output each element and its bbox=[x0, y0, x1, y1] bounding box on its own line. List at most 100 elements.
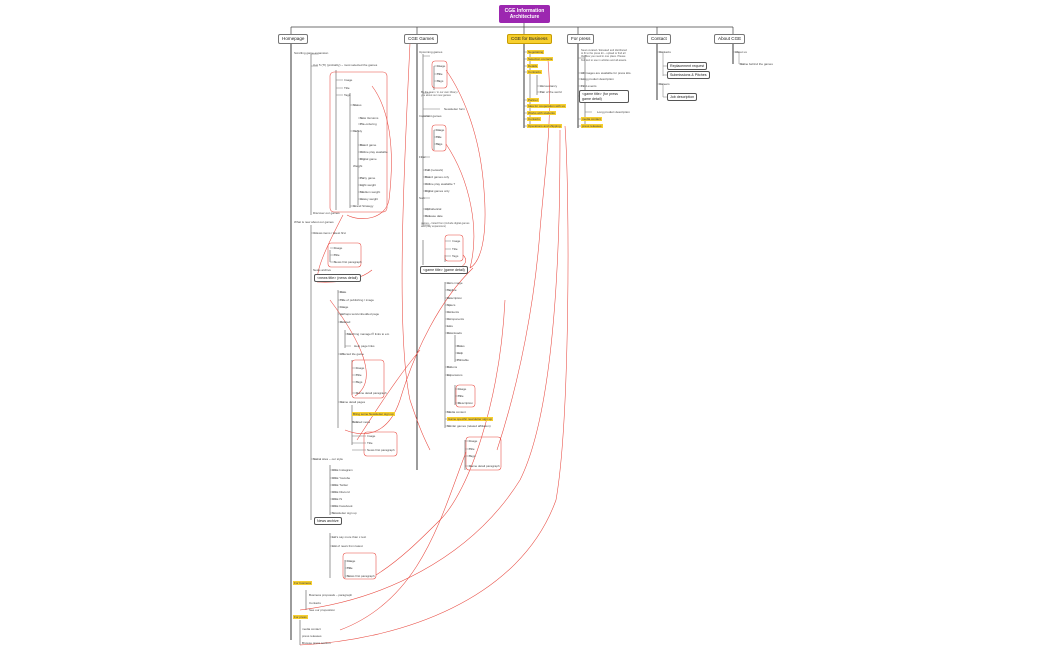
node: Digital games only bbox=[425, 189, 450, 193]
link-discover-games[interactable]: Discover our games bbox=[313, 211, 340, 215]
node: Long product description bbox=[597, 110, 630, 114]
node: Variety bbox=[353, 129, 363, 133]
node: Tags bbox=[436, 142, 443, 146]
node: Image bbox=[356, 366, 365, 370]
link-press-section[interactable]: Browse press section bbox=[302, 641, 331, 645]
link-game-detail[interactable]: Game detail pages bbox=[340, 400, 366, 404]
node: Title bbox=[344, 86, 350, 90]
node: Affected tile game bbox=[340, 352, 364, 356]
node: Specs bbox=[447, 303, 456, 307]
node: Careers bbox=[659, 82, 670, 86]
node: Filter bbox=[419, 155, 426, 159]
tab-for-press[interactable]: For press bbox=[567, 34, 595, 44]
node: Status bbox=[353, 103, 362, 107]
link-newsletter[interactable]: Newsletter sign up bbox=[332, 511, 357, 515]
node: Title bbox=[356, 373, 362, 377]
node-highlight: media contact bbox=[581, 117, 602, 121]
press-game-detail-node[interactable]: <game title> (for press game detail) bbox=[579, 90, 629, 103]
node: Online play available ? bbox=[425, 182, 456, 186]
link-twitter[interactable]: CGE Twitter bbox=[332, 483, 349, 487]
node-highlight: Operations and shipping bbox=[527, 124, 562, 128]
node: Tags bbox=[469, 454, 476, 458]
node: Related bbox=[340, 320, 351, 324]
node: Date bbox=[340, 290, 347, 294]
node: Find events bbox=[581, 84, 597, 88]
node: Hero image bbox=[447, 281, 463, 285]
tab-about[interactable]: About CGE bbox=[714, 34, 746, 44]
node: Sort bbox=[419, 196, 425, 200]
node-highlight: Selection contacts bbox=[527, 57, 554, 61]
node: media contact bbox=[302, 627, 321, 631]
node: Game detail paragraph bbox=[356, 391, 387, 395]
tab-contact[interactable]: Contact bbox=[647, 34, 671, 44]
node: Grand Strategy bbox=[353, 204, 374, 208]
node: Game behind the games bbox=[740, 62, 773, 66]
node: Social sites ~ our style bbox=[313, 457, 343, 461]
node-highlight: Negotiating bbox=[527, 50, 545, 54]
node: Media content bbox=[447, 410, 466, 414]
node: Image bbox=[334, 246, 343, 250]
node-highlight: For business bbox=[293, 581, 313, 585]
node: About us bbox=[735, 50, 747, 54]
node: Image bbox=[340, 305, 349, 309]
node: Online play available bbox=[360, 150, 388, 154]
link-is[interactable]: CGE IS bbox=[332, 497, 343, 501]
node: Image bbox=[347, 559, 356, 563]
link-proposition[interactable]: See our proposition bbox=[309, 608, 336, 612]
node: All images are available for press kits. bbox=[581, 71, 632, 75]
node: Tags bbox=[452, 254, 459, 258]
node: Image bbox=[452, 239, 461, 243]
node: Title bbox=[367, 441, 373, 445]
node-highlight: Details bbox=[527, 64, 539, 68]
tab-for-business[interactable]: CGE for Business bbox=[507, 34, 552, 44]
news-detail-node[interactable]: <news title> (news detail) bbox=[314, 274, 361, 282]
node: Let's say more than x text bbox=[332, 535, 367, 539]
link-facebook[interactable]: CGE Facebook bbox=[332, 504, 353, 508]
node: Image bbox=[367, 434, 376, 438]
link-instagram[interactable]: CGE Instagram bbox=[332, 468, 353, 472]
node: press releases bbox=[302, 634, 322, 638]
node: games – listed from (include digital gam… bbox=[421, 222, 470, 229]
node: Digital game bbox=[360, 157, 377, 161]
link-news-archive[interactable]: News archive bbox=[313, 268, 332, 272]
node: Matching manager® links to em bbox=[347, 332, 390, 336]
node: Tagline bbox=[447, 288, 457, 292]
tab-cge-games[interactable]: CGE Games bbox=[404, 34, 439, 44]
job-description-node[interactable]: Job description bbox=[667, 93, 698, 101]
node: Release date bbox=[425, 214, 443, 218]
node: Newsletter form bbox=[444, 107, 466, 111]
node: Title bbox=[437, 72, 443, 76]
node: Help page links bbox=[354, 344, 375, 348]
link-discord[interactable]: CGE Discord bbox=[332, 490, 350, 494]
node: Board game bbox=[360, 143, 377, 147]
node: Description bbox=[458, 401, 474, 405]
tab-homepage[interactable]: Homepage bbox=[278, 34, 309, 44]
link-youtube[interactable]: CGE Youtube bbox=[332, 476, 351, 480]
node: Expansions bbox=[447, 373, 463, 377]
node-highlight: Game specific newsletter sign up bbox=[447, 417, 494, 421]
node: Title of publishing / image bbox=[340, 298, 374, 302]
submissions-node[interactable]: Submissions & Pitches bbox=[667, 71, 710, 79]
node: Image bbox=[437, 64, 446, 68]
node: Image bbox=[436, 128, 445, 132]
node: Pre-ordering bbox=[360, 122, 377, 126]
node: Printable bbox=[457, 358, 469, 362]
node-highlight: Bring some Newsletter sign up bbox=[352, 412, 395, 416]
node: perhaps text/embedded page bbox=[340, 312, 380, 316]
node: Lore bbox=[447, 324, 454, 328]
node: Tags bbox=[344, 93, 351, 97]
node: Title bbox=[347, 566, 353, 570]
news-archive-node[interactable]: News archive bbox=[314, 517, 342, 525]
node: Title bbox=[436, 135, 442, 139]
node: New Versions bbox=[360, 116, 379, 120]
node: Contacts bbox=[309, 601, 321, 605]
replacement-request-node[interactable]: Replacement request bbox=[667, 62, 708, 70]
node: Medium weight bbox=[360, 190, 381, 194]
root-node[interactable]: CGE Information Architecture bbox=[499, 5, 550, 23]
game-detail-node[interactable]: <game title> (game detail) bbox=[420, 266, 468, 274]
node: Buttons bbox=[447, 365, 458, 369]
node: Related news bbox=[352, 420, 371, 424]
node: Board games only bbox=[425, 175, 450, 179]
node: Similar games (related affiliation) bbox=[447, 424, 491, 428]
